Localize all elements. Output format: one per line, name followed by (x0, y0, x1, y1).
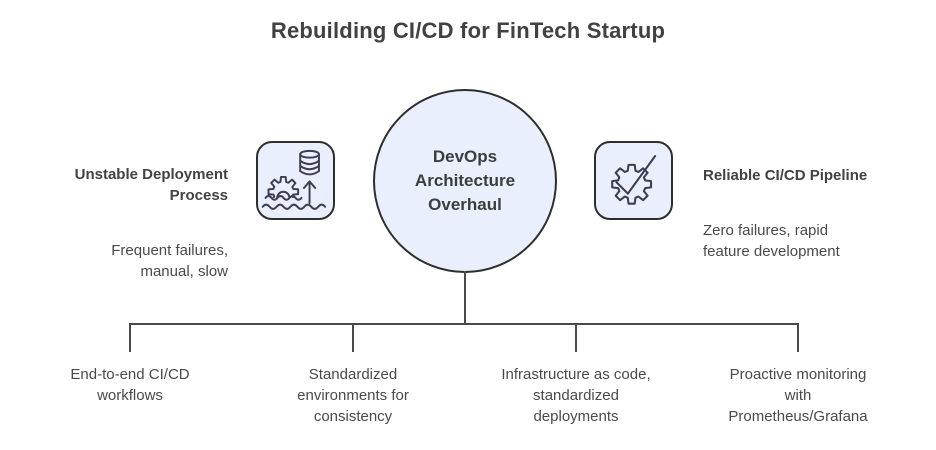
gear-sinking-in-water-with-database-upload-icon (261, 149, 327, 210)
outcome-environments: Standardized environments for consistenc… (297, 366, 409, 425)
outcome-infrastructure: Infrastructure as code, standardized dep… (501, 366, 651, 425)
after-heading: Reliable CI/CD Pipeline (703, 167, 868, 184)
before-body: Frequent failures, manual, slow (111, 242, 228, 280)
connector-trunk (464, 271, 466, 325)
connector-stub-3 (575, 323, 577, 352)
outcome-workflows: End-to-end CI/CD workflows (70, 366, 190, 404)
before-icon-box (256, 141, 335, 220)
before-text-block: Unstable Deployment Process Frequent fai… (40, 143, 228, 303)
after-body: Zero failures, rapid feature development (703, 222, 840, 260)
after-icon-box (594, 141, 673, 220)
before-heading: Unstable Deployment Process (74, 166, 228, 204)
central-node: DevOps Architecture Overhaul (373, 89, 557, 273)
connector-stub-1 (129, 323, 131, 352)
connector-stub-2 (352, 323, 354, 352)
connector-horizontal-bar (129, 323, 799, 325)
gear-with-checkmark-icon (611, 155, 657, 205)
central-node-label: DevOps Architecture Overhaul (414, 147, 516, 214)
page-title: Rebuilding CI/CD for FinTech Startup (270, 18, 666, 43)
after-text-block: Reliable CI/CD Pipeline Zero failures, r… (703, 144, 895, 283)
connector-stub-4 (797, 323, 799, 352)
outcome-monitoring: Proactive monitoring with Prometheus/Gra… (728, 366, 868, 425)
